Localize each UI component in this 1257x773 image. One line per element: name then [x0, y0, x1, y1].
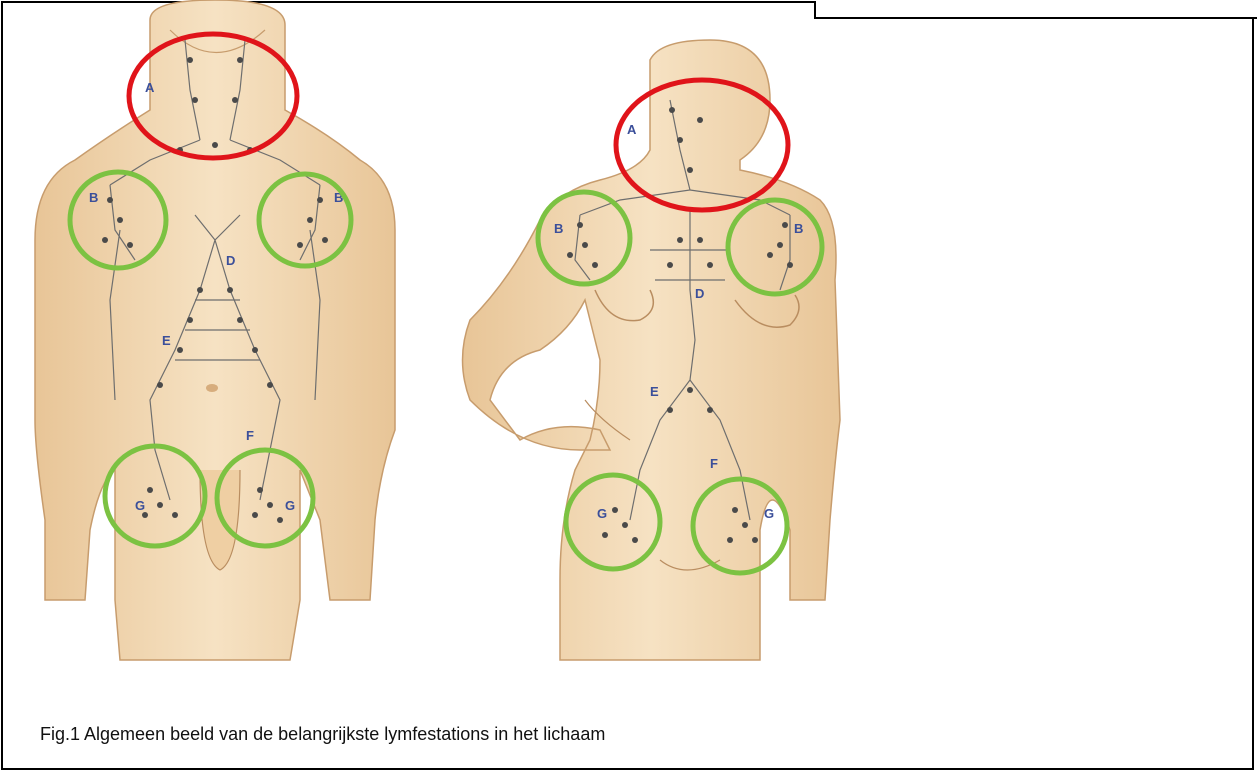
female-label-a: A — [627, 122, 637, 137]
female-label-e: E — [650, 384, 659, 399]
female-label-g-left: G — [597, 506, 607, 521]
female-label-d: D — [695, 286, 704, 301]
male-label-d: D — [226, 253, 235, 268]
figure-caption: Fig.1 Algemeen beeld van de belangrijkst… — [40, 724, 605, 745]
male-label-b-left: B — [89, 190, 98, 205]
female-label-g-right: G — [764, 506, 774, 521]
male-figure: A B B D E F G G — [35, 0, 395, 660]
male-label-f: F — [246, 428, 254, 443]
female-label-b-left: B — [554, 221, 563, 236]
male-label-g-right: G — [285, 498, 295, 513]
male-label-e: E — [162, 333, 171, 348]
male-label-g-left: G — [135, 498, 145, 513]
male-label-a: A — [145, 80, 155, 95]
female-figure: A B B D E F G G — [463, 40, 841, 660]
female-label-b-right: B — [794, 221, 803, 236]
female-label-f: F — [710, 456, 718, 471]
